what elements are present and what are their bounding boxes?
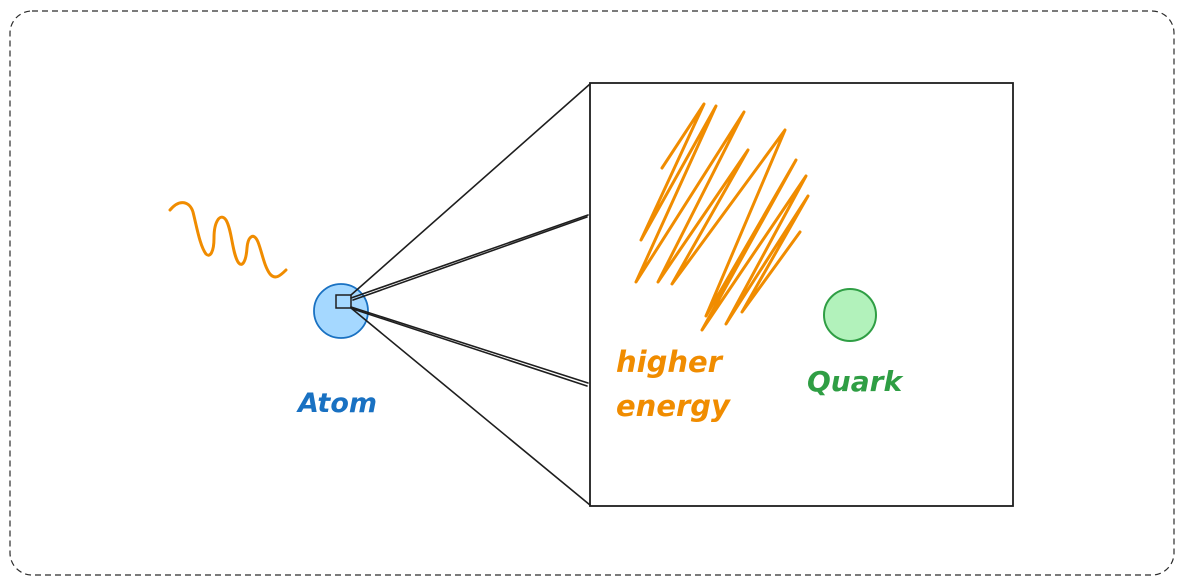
projection-line-top [350, 83, 591, 296]
projection-line-lower-mid-2 [352, 308, 588, 387]
squiggle-wave-icon [168, 201, 288, 279]
projection-line-upper-mid [350, 214, 589, 299]
zoom-selection-box [335, 294, 352, 309]
zoom-projection-lines [350, 83, 591, 506]
projection-line-upper-mid-2 [352, 216, 588, 301]
zoom-box [589, 82, 1014, 507]
projection-line-bottom [350, 307, 591, 506]
higher-energy-label-line2: energy [616, 389, 731, 423]
energy-scribble [634, 102, 810, 332]
higher-energy-label-line1: higher [616, 345, 724, 379]
outer-dashed-frame [9, 10, 1175, 576]
quark-label: Quark [807, 365, 904, 398]
circle-quark-icon [823, 288, 877, 342]
projection-line-lower-mid [350, 306, 589, 384]
atom-label: Atom [296, 388, 377, 419]
